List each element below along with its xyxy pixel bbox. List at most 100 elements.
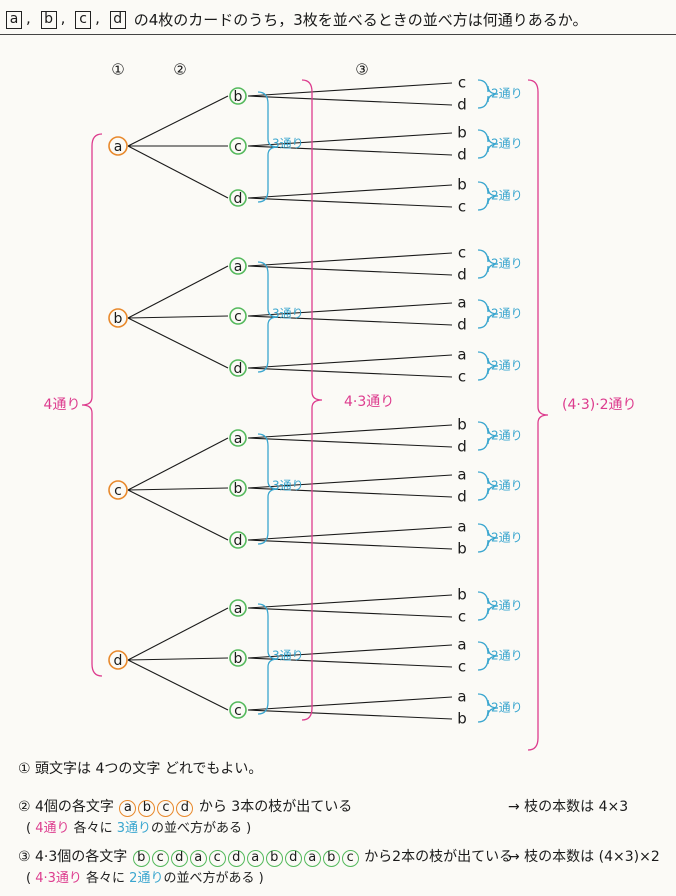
third-letter-3-0-0: b <box>457 586 467 604</box>
third-letter-1-0-0: c <box>458 244 466 262</box>
second-node-3-0: a <box>234 601 243 617</box>
branch-1-1-2 <box>127 317 229 369</box>
note-3-letter-circle-6: a <box>246 850 264 867</box>
label-third-0-1: 2通り <box>491 137 523 151</box>
note-3-sub-open: ( <box>26 871 32 886</box>
first-node-2: c <box>114 483 122 499</box>
branch-1-1-1 <box>127 315 229 319</box>
third-letter-3-0-1: c <box>458 608 466 626</box>
brace-third-1-0 <box>477 249 499 279</box>
branch-2-0-0-1 <box>247 95 453 106</box>
note-3-pre: 4·3個の各文字 <box>35 849 128 865</box>
second-node-3-2-ring <box>229 701 247 719</box>
branch-1-3-1 <box>127 657 229 661</box>
branch-2-0-0-0 <box>247 82 453 97</box>
first-node-3-ring <box>108 650 128 670</box>
third-letter-1-0-1: d <box>457 266 467 284</box>
note-2-mark: ② <box>18 799 31 815</box>
second-node-2-2: d <box>234 533 243 549</box>
third-letter-3-2-1: b <box>457 710 467 728</box>
branch-2-3-1-0 <box>247 644 453 659</box>
second-node-3-1-ring <box>229 649 247 667</box>
second-node-1-2: d <box>234 361 243 377</box>
brace-third-0-0 <box>477 79 499 109</box>
branch-1-3-0 <box>127 607 229 661</box>
label-third-2-1: 2通り <box>491 479 523 493</box>
card-d: d <box>109 11 126 29</box>
second-node-2-1: b <box>234 481 243 497</box>
label-third-3-2: 2通り <box>491 701 523 715</box>
branch-2-2-2-1 <box>247 539 453 550</box>
brace-second-total <box>301 79 323 721</box>
branch-2-3-0-1 <box>247 607 453 618</box>
label-second-3: 3通り <box>272 649 304 663</box>
second-node-3-2: c <box>234 703 242 719</box>
second-node-0-2-ring <box>229 189 247 207</box>
note-3-sub-d: の並べ方がある ) <box>163 871 264 886</box>
branch-2-1-1-0 <box>247 302 453 317</box>
note-2-sub-d: の並べ方がある ) <box>151 821 252 836</box>
branch-2-2-0-1 <box>247 437 453 448</box>
note-3-letter-circle-11: c <box>341 850 359 867</box>
branch-2-1-1-1 <box>247 315 453 326</box>
card-list: a, b, c, d <box>6 9 128 29</box>
note-3-letter-circle-0: b <box>132 850 150 867</box>
note-3-letter-circle-4: c <box>208 850 226 867</box>
label-third-total: (4·3)·2通り <box>562 397 637 413</box>
note-3-sub: ( 4·3通り 各々に 2通りの並べ方がある ) <box>18 867 668 886</box>
label-third-2-0: 2通り <box>491 429 523 443</box>
branch-2-1-0-0 <box>247 252 453 267</box>
first-node-0: a <box>114 139 123 155</box>
problem-text: の4枚のカードのうち，3枚を並べるときの並べ方は何通りあるか。 <box>133 10 588 29</box>
third-letter-1-1-1: d <box>457 316 467 334</box>
card-c: c <box>75 11 92 29</box>
branch-1-2-1 <box>127 487 229 491</box>
third-letter-0-0-1: d <box>457 96 467 114</box>
brace-third-3-2 <box>477 693 499 723</box>
note-2-letter-circle-1: b <box>138 800 156 817</box>
third-letter-2-1-0: a <box>457 466 466 484</box>
label-first-total: 4通り <box>44 397 81 413</box>
note-3-sub-a: 4·3通り <box>35 871 82 886</box>
note-3-letter-circle-10: b <box>322 850 340 867</box>
label-third-2-2: 2通り <box>491 531 523 545</box>
brace-third-2-1 <box>477 471 499 501</box>
second-node-0-2: d <box>234 191 243 207</box>
label-second-total: 4·3通り <box>344 394 394 410</box>
label-third-3-1: 2通り <box>491 649 523 663</box>
branch-1-2-2 <box>127 489 229 541</box>
stage-label-3: ③ <box>355 61 368 79</box>
brace-second-1 <box>257 261 279 373</box>
third-letter-0-2-1: c <box>458 198 466 216</box>
third-letter-2-1-1: d <box>457 488 467 506</box>
label-second-1: 3通り <box>272 307 304 321</box>
third-letter-2-0-1: d <box>457 438 467 456</box>
third-letter-3-1-0: a <box>457 636 466 654</box>
note-2-letter-circle-0: a <box>119 800 137 817</box>
note-3-sub-b: 各々に <box>81 871 130 886</box>
note-1: ① 頭文字は 4つの文字 どれでもよい。 <box>18 758 668 796</box>
brace-first-total <box>81 133 103 677</box>
second-node-1-0-ring <box>229 257 247 275</box>
note-3-letter-circle-7: b <box>265 850 283 867</box>
first-node-1: b <box>114 311 123 327</box>
third-letter-2-2-1: b <box>457 540 467 558</box>
label-third-1-0: 2通り <box>491 257 523 271</box>
brace-third-2-0 <box>477 421 499 451</box>
third-letter-0-0-0: c <box>458 74 466 92</box>
branch-2-3-1-1 <box>247 657 453 668</box>
second-node-2-0-ring <box>229 429 247 447</box>
branch-2-2-2-0 <box>247 526 453 541</box>
branch-2-1-0-1 <box>247 265 453 276</box>
branch-2-0-1-0 <box>247 132 453 147</box>
note-1-text: 頭文字は 4つの文字 どれでもよい。 <box>35 761 263 777</box>
second-node-3-1: b <box>234 651 243 667</box>
third-letter-2-2-0: a <box>457 518 466 536</box>
stage-label-2: ② <box>173 61 186 79</box>
branch-2-1-2-1 <box>247 367 453 378</box>
problem-statement: a, b, c, d の4枚のカードのうち，3枚を並べるときの並べ方は何通りある… <box>6 4 587 34</box>
note-3-letter-circle-5: d <box>227 850 245 867</box>
